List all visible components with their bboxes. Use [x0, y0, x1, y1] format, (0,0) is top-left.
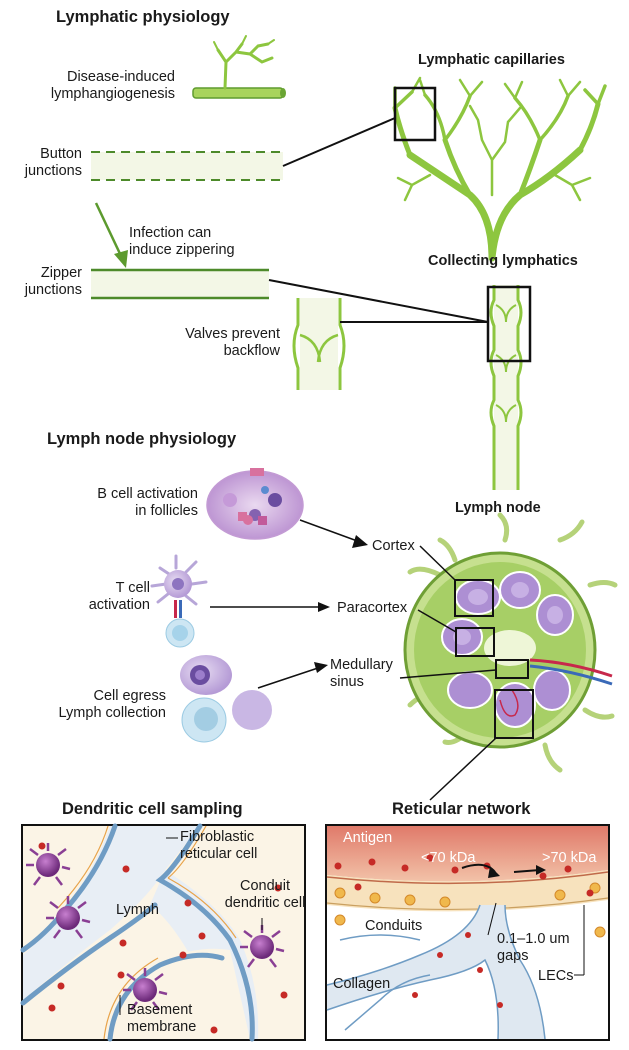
label-conduits: Conduits: [365, 918, 423, 934]
label-gaps-line1: 0.1–1.0 um: [497, 931, 570, 947]
label-paracortex: Paracortex: [337, 600, 408, 616]
label-medullary-sinus: Medullary sinus: [330, 657, 393, 691]
label-lymphangiogenesis-line2: lymphangiogenesis: [50, 86, 175, 102]
label-zipper-junctions-line1: Zipper: [40, 265, 82, 281]
label-basement-membrane: Basement membrane: [127, 1002, 196, 1036]
button-junctions-vessel: [91, 151, 283, 181]
section-title-lymph-node-physiology: Lymph node physiology: [47, 430, 237, 448]
label-basement-line2: membrane: [127, 1019, 197, 1035]
label-valves-line2: backflow: [223, 343, 280, 359]
label-conduit-dendritic-cell: Conduit dendritic cell: [222, 878, 308, 912]
capillary-zoom-line: [282, 117, 396, 167]
label-b-cell-line2: in follicles: [135, 503, 198, 519]
label-t-cell-line2: activation: [88, 597, 150, 613]
label-lymphangiogenesis-line1: Disease-induced: [66, 69, 175, 85]
infection-arrow: [94, 202, 128, 268]
lymph-node-zoom-boxes: [454, 579, 534, 739]
label-conduit-dc-line2: dendritic cell: [224, 895, 306, 911]
label-gaps: 0.1–1.0 um gaps: [497, 931, 570, 965]
label-frc-line1: Fibroblastic: [180, 829, 255, 845]
label-button-junctions-line2: junctions: [24, 163, 82, 179]
label-lymphangiogenesis: Disease-induced lymphangiogenesis: [30, 69, 175, 103]
t-cell-activation: [150, 554, 208, 648]
label-gt70-kda: >70 kDa: [542, 850, 597, 866]
title-lymph-node: Lymph node: [455, 500, 541, 516]
label-zipper-junctions-line2: junctions: [24, 282, 82, 298]
b-cell-arrow: [299, 519, 361, 543]
title-lymphatic-capillaries: Lymphatic capillaries: [418, 52, 565, 68]
dendritic-panel: [20, 823, 306, 1042]
label-t-cell-line1: T cell: [115, 580, 150, 596]
label-fibroblastic-reticular-cell: Fibroblastic reticular cell: [180, 829, 257, 863]
label-conduit-dc-line1: Conduit: [240, 878, 290, 894]
collecting-lymphatic-vessel: [489, 285, 523, 490]
label-infection-line1: Infection can: [129, 225, 212, 241]
label-button-junctions-line1: Button: [40, 146, 82, 162]
label-infection: Infection can induce zippering: [129, 225, 235, 259]
valve-vessel: [292, 298, 346, 390]
label-gaps-line2: gaps: [497, 948, 529, 964]
label-basement-line1: Basement: [127, 1002, 193, 1018]
label-button-junctions: Button junctions: [10, 146, 82, 180]
label-frc-line2: reticular cell: [180, 846, 258, 862]
label-cortex: Cortex: [372, 538, 415, 554]
section-title-dendritic-cell-sampling: Dendritic cell sampling: [62, 800, 243, 818]
lymphatic-capillaries-tree: [392, 76, 607, 262]
b-cell-arrowhead: [352, 535, 368, 548]
reticular-antigen-dots: [334, 854, 594, 1008]
label-valves: Valves prevent backflow: [150, 326, 280, 360]
label-egress-line2: Lymph collection: [58, 705, 166, 721]
label-lt70-kda: <70 kDa: [421, 850, 476, 866]
reticular-panel: [325, 824, 610, 1041]
label-medullary-line2: sinus: [330, 674, 364, 690]
section-title-lymphatic-physiology: Lymphatic physiology: [56, 8, 230, 26]
section-title-reticular-network: Reticular network: [392, 800, 531, 818]
label-zipper-junctions: Zipper junctions: [10, 265, 82, 299]
antigen-dots: [38, 842, 288, 1034]
b-cell-follicle: [206, 468, 304, 540]
dendritic-cells: [26, 843, 285, 1011]
label-cell-egress: Cell egress Lymph collection: [40, 688, 166, 722]
lymph-node-leaders: [399, 545, 497, 801]
cell-egress-cells: [180, 655, 272, 743]
egress-arrow: [257, 667, 319, 689]
label-b-cell-activation: B cell activation in follicles: [60, 486, 198, 520]
zipper-junctions-vessel: [91, 268, 269, 300]
label-b-cell-line1: B cell activation: [97, 486, 198, 502]
t-cell-arrowhead: [318, 602, 330, 612]
label-antigen: Antigen: [343, 830, 393, 846]
lymph-node-illustration: [403, 512, 618, 773]
label-infection-line2: induce zippering: [129, 242, 235, 258]
label-collagen: Collagen: [333, 976, 391, 992]
lymphangiogenesis-vessel: [192, 35, 286, 99]
capillary-zoom-box: [393, 86, 437, 142]
label-egress-line1: Cell egress: [93, 688, 166, 704]
label-medullary-line1: Medullary: [330, 657, 393, 673]
egress-arrowhead: [314, 662, 328, 673]
label-valves-line1: Valves prevent: [185, 326, 280, 342]
collecting-zoom-box: [486, 285, 532, 363]
title-collecting-lymphatics: Collecting lymphatics: [428, 253, 578, 269]
collecting-zoom-line-top: [268, 279, 489, 323]
label-t-cell-activation: T cell activation: [60, 580, 150, 614]
label-lecs: LECs: [538, 968, 574, 984]
label-lymph: Lymph: [116, 902, 159, 918]
